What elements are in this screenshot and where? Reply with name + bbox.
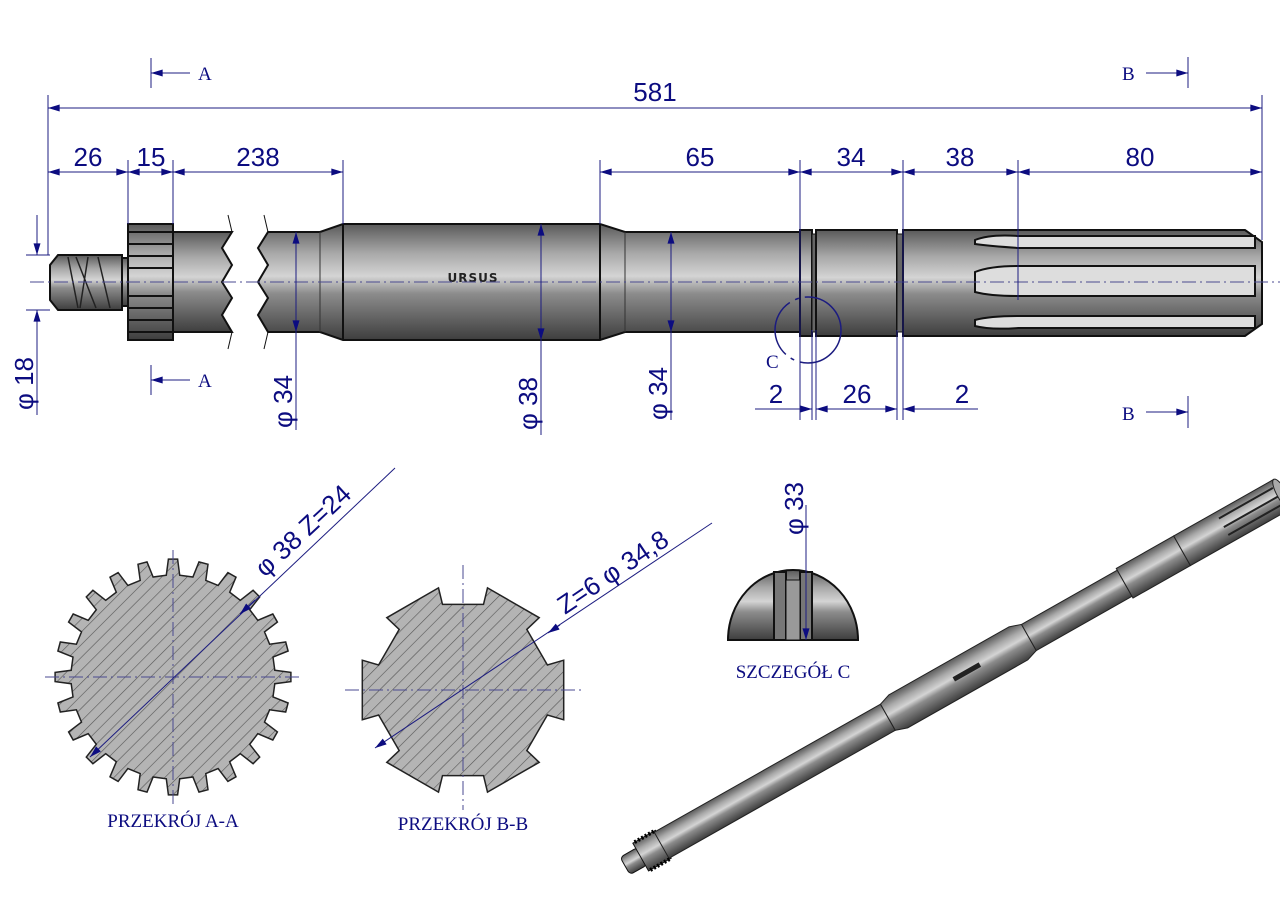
groove-dim: 2 <box>955 379 969 409</box>
detail-c: φ 33 SZCZEGÓŁ C <box>726 482 860 683</box>
length-dim: 238 <box>236 142 279 172</box>
length-dim: 26 <box>74 142 103 172</box>
diameter-dim: φ 34 <box>268 375 298 428</box>
section-b-spec: Z=6 φ 34,8 <box>552 524 674 620</box>
length-dim: 15 <box>137 142 166 172</box>
section-b-label: PRZEKRÓJ B-B <box>398 813 528 835</box>
section-mark-b-top: B <box>1122 57 1189 88</box>
collar <box>799 229 813 337</box>
detail-c-dim: φ 33 <box>779 482 809 535</box>
shaft-3d-view <box>621 478 1280 874</box>
shaft-side-view: URSUS <box>30 214 1280 350</box>
overall-length-dim: 581 <box>633 77 676 107</box>
diameter-dim: φ 38 <box>513 377 543 430</box>
section-a-label: PRZEKRÓJ A-A <box>107 810 239 832</box>
diameter-dim: φ 34 <box>643 367 673 420</box>
svg-text:A: A <box>198 64 212 85</box>
detail-c-label: SZCZEGÓŁ C <box>736 661 851 683</box>
gear-teeth-lines <box>128 231 173 333</box>
section-a-a: φ 38 Z=24 PRZEKRÓJ A-A <box>45 467 396 832</box>
length-dim: 34 <box>837 142 866 172</box>
section-b-b: Z=6 φ 34,8 PRZEKRÓJ B-B <box>345 522 713 835</box>
diameter-dim: φ 18 <box>9 357 39 410</box>
length-dim: 65 <box>686 142 715 172</box>
svg-text:B: B <box>1122 64 1135 85</box>
svg-text:A: A <box>198 371 212 392</box>
length-dim: 38 <box>946 142 975 172</box>
svg-text:B: B <box>1122 404 1135 425</box>
section-mark-a-bottom: A <box>150 365 212 395</box>
dimensions: 581 26 15 238 65 34 38 80 φ 18 φ 34 φ 38… <box>9 57 1263 435</box>
detail-mark: C <box>766 352 779 373</box>
section-a-spec: φ 38 Z=24 <box>249 478 357 582</box>
groove-dim: 26 <box>843 379 872 409</box>
brand-mark: URSUS <box>447 271 498 285</box>
length-dim: 80 <box>1126 142 1155 172</box>
spline-grooves <box>974 234 1256 330</box>
section-mark-b-bottom: B <box>1122 396 1189 428</box>
groove-dim: 2 <box>769 379 783 409</box>
section-mark-a-top: A <box>150 58 212 88</box>
detail-c-circle <box>774 296 842 364</box>
bearing-seat <box>815 229 898 337</box>
